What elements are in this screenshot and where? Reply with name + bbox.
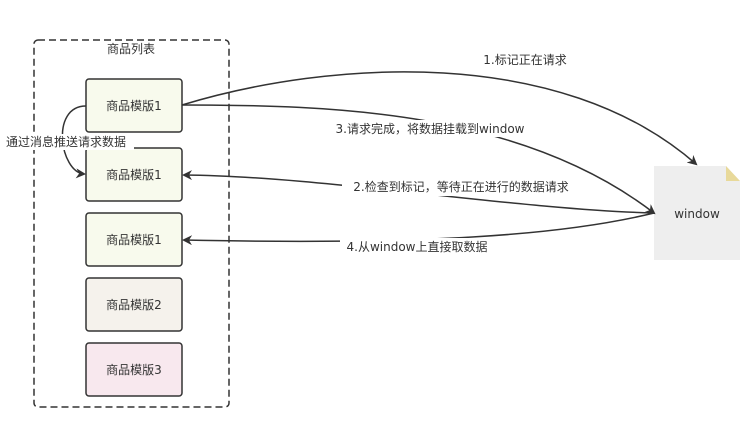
arrow-step2-label: 2.检查到标记，等待正在进行的数据请求 [353,179,568,194]
window-label: window [674,207,720,221]
arrow-step1-label: 1.标记正在请求 [483,53,566,67]
module-box-2: 商品模版1 [85,147,183,202]
product-list-container [33,39,230,408]
module-label: 商品模版3 [106,362,162,377]
module-label: 商品模版1 [106,98,162,113]
container-label: 商品列表 [107,41,155,56]
arrow-message-push-label: 通过消息推送请求数据 [6,134,126,149]
window-node: window [654,166,740,260]
window-shape [654,166,740,260]
module-label: 商品模版1 [106,232,162,247]
module-label: 商品模版2 [106,297,162,312]
arrow-step3-label: 3.请求完成，将数据挂载到window [336,121,525,136]
module-box-1: 商品模版1 [85,78,183,133]
module-box-3: 商品模版1 [85,212,183,267]
module-label: 商品模版1 [106,167,162,182]
window-fold-icon [726,166,740,181]
arrow-step1 [181,71,698,166]
arrow-step4-label: 4.从window上直接取数据 [347,239,488,254]
module-box-4: 商品模版2 [85,277,183,332]
arrow-step4 [182,212,655,246]
module-box-5: 商品模版3 [85,342,183,397]
